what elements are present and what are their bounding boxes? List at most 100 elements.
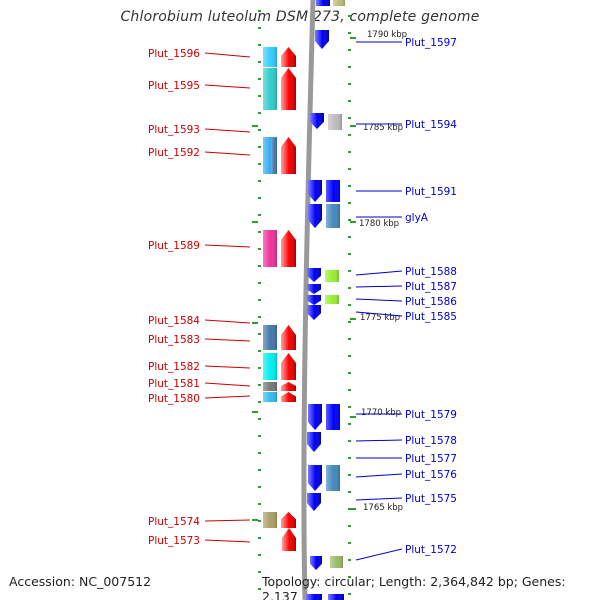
leader-line bbox=[204, 319, 251, 324]
tick-mark bbox=[348, 406, 351, 408]
gene-label: Plut_1576 bbox=[405, 469, 457, 481]
genome-title: Chlorobium luteolum DSM 273, complete ge… bbox=[120, 9, 480, 25]
gene-arrow-shade bbox=[281, 230, 296, 267]
leader-line bbox=[204, 539, 251, 543]
gene-feature-shade bbox=[263, 392, 277, 402]
leader-line bbox=[204, 52, 251, 58]
tick-mark bbox=[258, 197, 261, 199]
gene-arrow-shade bbox=[281, 382, 296, 391]
major-tick bbox=[252, 411, 258, 413]
major-tick bbox=[350, 125, 356, 127]
tick-mark bbox=[348, 236, 351, 238]
gene-label: Plut_1582 bbox=[148, 361, 200, 373]
gene-arrow-shade bbox=[328, 594, 344, 600]
gene-arrow-shade bbox=[306, 594, 322, 600]
gene-label: Plut_1585 bbox=[405, 311, 457, 323]
gene-label: Plut_1593 bbox=[148, 124, 200, 136]
gene-feature-shade bbox=[263, 47, 277, 67]
tick-mark bbox=[348, 423, 351, 425]
tick-mark bbox=[258, 129, 261, 131]
major-tick bbox=[350, 508, 356, 510]
major-tick bbox=[350, 318, 356, 320]
tick-mark bbox=[258, 282, 261, 284]
gene-label: Plut_1597 bbox=[405, 37, 457, 49]
gene-feature-shade bbox=[263, 325, 277, 350]
gene-arrow-shade bbox=[308, 465, 322, 491]
scale-label: 1765 kbp bbox=[363, 503, 403, 513]
scale-label: 1790 kbp bbox=[367, 30, 407, 40]
tick-mark bbox=[348, 457, 351, 459]
tick-mark bbox=[258, 95, 261, 97]
leader-line bbox=[355, 270, 403, 276]
leader-line bbox=[355, 439, 403, 442]
tick-mark bbox=[258, 231, 261, 233]
scale-label: 1770 kbp bbox=[361, 408, 401, 418]
leader-line bbox=[204, 244, 251, 248]
leader-line bbox=[204, 338, 251, 342]
tick-mark bbox=[348, 474, 351, 476]
gene-label: Plut_1589 bbox=[148, 240, 200, 252]
leader-line bbox=[355, 473, 403, 478]
tick-mark bbox=[348, 508, 351, 510]
tick-mark bbox=[348, 321, 351, 323]
gene-features bbox=[263, 0, 345, 600]
gene-label: Plut_1596 bbox=[148, 48, 200, 60]
major-tick bbox=[252, 519, 258, 521]
tick-mark bbox=[348, 355, 351, 357]
gene-label: Plut_1572 bbox=[405, 544, 457, 556]
gene-arrow-shade bbox=[281, 392, 296, 402]
tick-mark bbox=[348, 219, 351, 221]
genome-backbone bbox=[301, 0, 316, 600]
gene-feature-shade bbox=[326, 204, 340, 228]
gene-feature-shade bbox=[326, 404, 340, 430]
tick-mark bbox=[258, 418, 261, 420]
gene-arrow-shade bbox=[281, 512, 296, 528]
gene-label: Plut_1586 bbox=[405, 296, 457, 308]
gene-feature-shade bbox=[328, 114, 342, 130]
tick-mark bbox=[258, 367, 261, 369]
tick-mark bbox=[348, 253, 351, 255]
tick-mark bbox=[258, 350, 261, 352]
major-tick bbox=[252, 125, 258, 127]
genome-summary: Topology: circular; Length: 2,364,842 bp… bbox=[262, 574, 566, 600]
tick-mark bbox=[348, 134, 351, 136]
tick-mark bbox=[258, 146, 261, 148]
tick-mark bbox=[258, 180, 261, 182]
gene-feature-shade bbox=[326, 465, 340, 491]
gene-feature-shade bbox=[263, 68, 277, 110]
gene-feature-shade bbox=[263, 512, 277, 528]
gene-arrow-shade bbox=[310, 556, 322, 570]
tick-mark bbox=[258, 10, 261, 12]
tick-mark bbox=[348, 542, 351, 544]
gene-label: Plut_1591 bbox=[405, 186, 457, 198]
gene-arrow-shade bbox=[315, 30, 329, 49]
gene-feature-shade bbox=[263, 353, 277, 380]
gene-arrow-shade bbox=[307, 295, 321, 305]
tick-mark bbox=[258, 486, 261, 488]
tick-mark bbox=[348, 372, 351, 374]
tick-mark bbox=[348, 15, 351, 17]
tick-mark bbox=[348, 389, 351, 391]
gene-label: Plut_1588 bbox=[405, 266, 457, 278]
tick-mark bbox=[258, 44, 261, 46]
scale-label: 1780 kbp bbox=[359, 219, 399, 229]
tick-mark bbox=[258, 265, 261, 267]
gene-label: Plut_1578 bbox=[405, 435, 457, 447]
gene-arrow-shade bbox=[282, 528, 296, 551]
gene-feature-shade bbox=[271, 138, 277, 174]
gene-label: Plut_1581 bbox=[148, 378, 200, 390]
gene-feature-shade bbox=[263, 382, 277, 391]
gene-label: Plut_1583 bbox=[148, 334, 200, 346]
tick-mark bbox=[258, 452, 261, 454]
gene-feature-shade bbox=[325, 295, 339, 304]
scale-ticks bbox=[252, 10, 356, 595]
tick-mark bbox=[348, 168, 351, 170]
tick-mark bbox=[258, 112, 261, 114]
gene-label: Plut_1595 bbox=[148, 80, 200, 92]
leader-line bbox=[204, 382, 251, 387]
tick-mark bbox=[348, 559, 351, 561]
tick-mark bbox=[258, 163, 261, 165]
leader-line bbox=[355, 497, 403, 501]
tick-mark bbox=[258, 588, 261, 590]
tick-mark bbox=[348, 83, 351, 85]
